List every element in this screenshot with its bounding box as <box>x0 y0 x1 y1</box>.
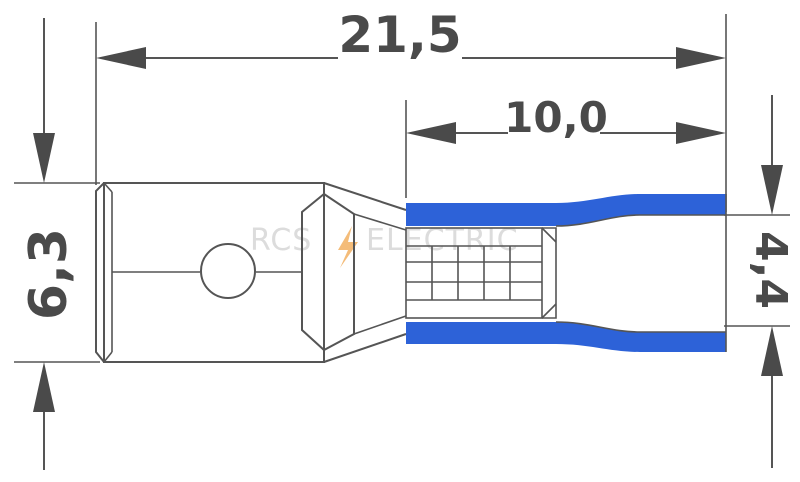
insulation-top <box>406 194 726 226</box>
dimension-insulation-length: 10,0 <box>406 93 726 144</box>
dimension-label-diameter: 4,4 <box>745 231 796 309</box>
dimension-label-insulation: 10,0 <box>504 93 608 142</box>
dimension-total-length: 21,5 <box>96 6 726 69</box>
transition-section <box>301 182 407 363</box>
lightning-bolt-icon <box>338 226 358 268</box>
blade-body <box>95 182 325 363</box>
dimension-label-width: 6,3 <box>19 228 79 320</box>
dimension-blade-width: 6,3 <box>19 18 79 470</box>
dimension-tube-diameter: 4,4 <box>745 95 796 468</box>
watermark-text-right: ELECTRIC <box>366 223 519 258</box>
crimp-barrel <box>405 227 557 319</box>
insulation-bottom <box>406 322 726 352</box>
dimension-label-total: 21,5 <box>338 6 461 64</box>
insulation-sleeve <box>406 194 727 352</box>
extension-lines <box>14 14 790 363</box>
detent-hole <box>200 243 256 299</box>
